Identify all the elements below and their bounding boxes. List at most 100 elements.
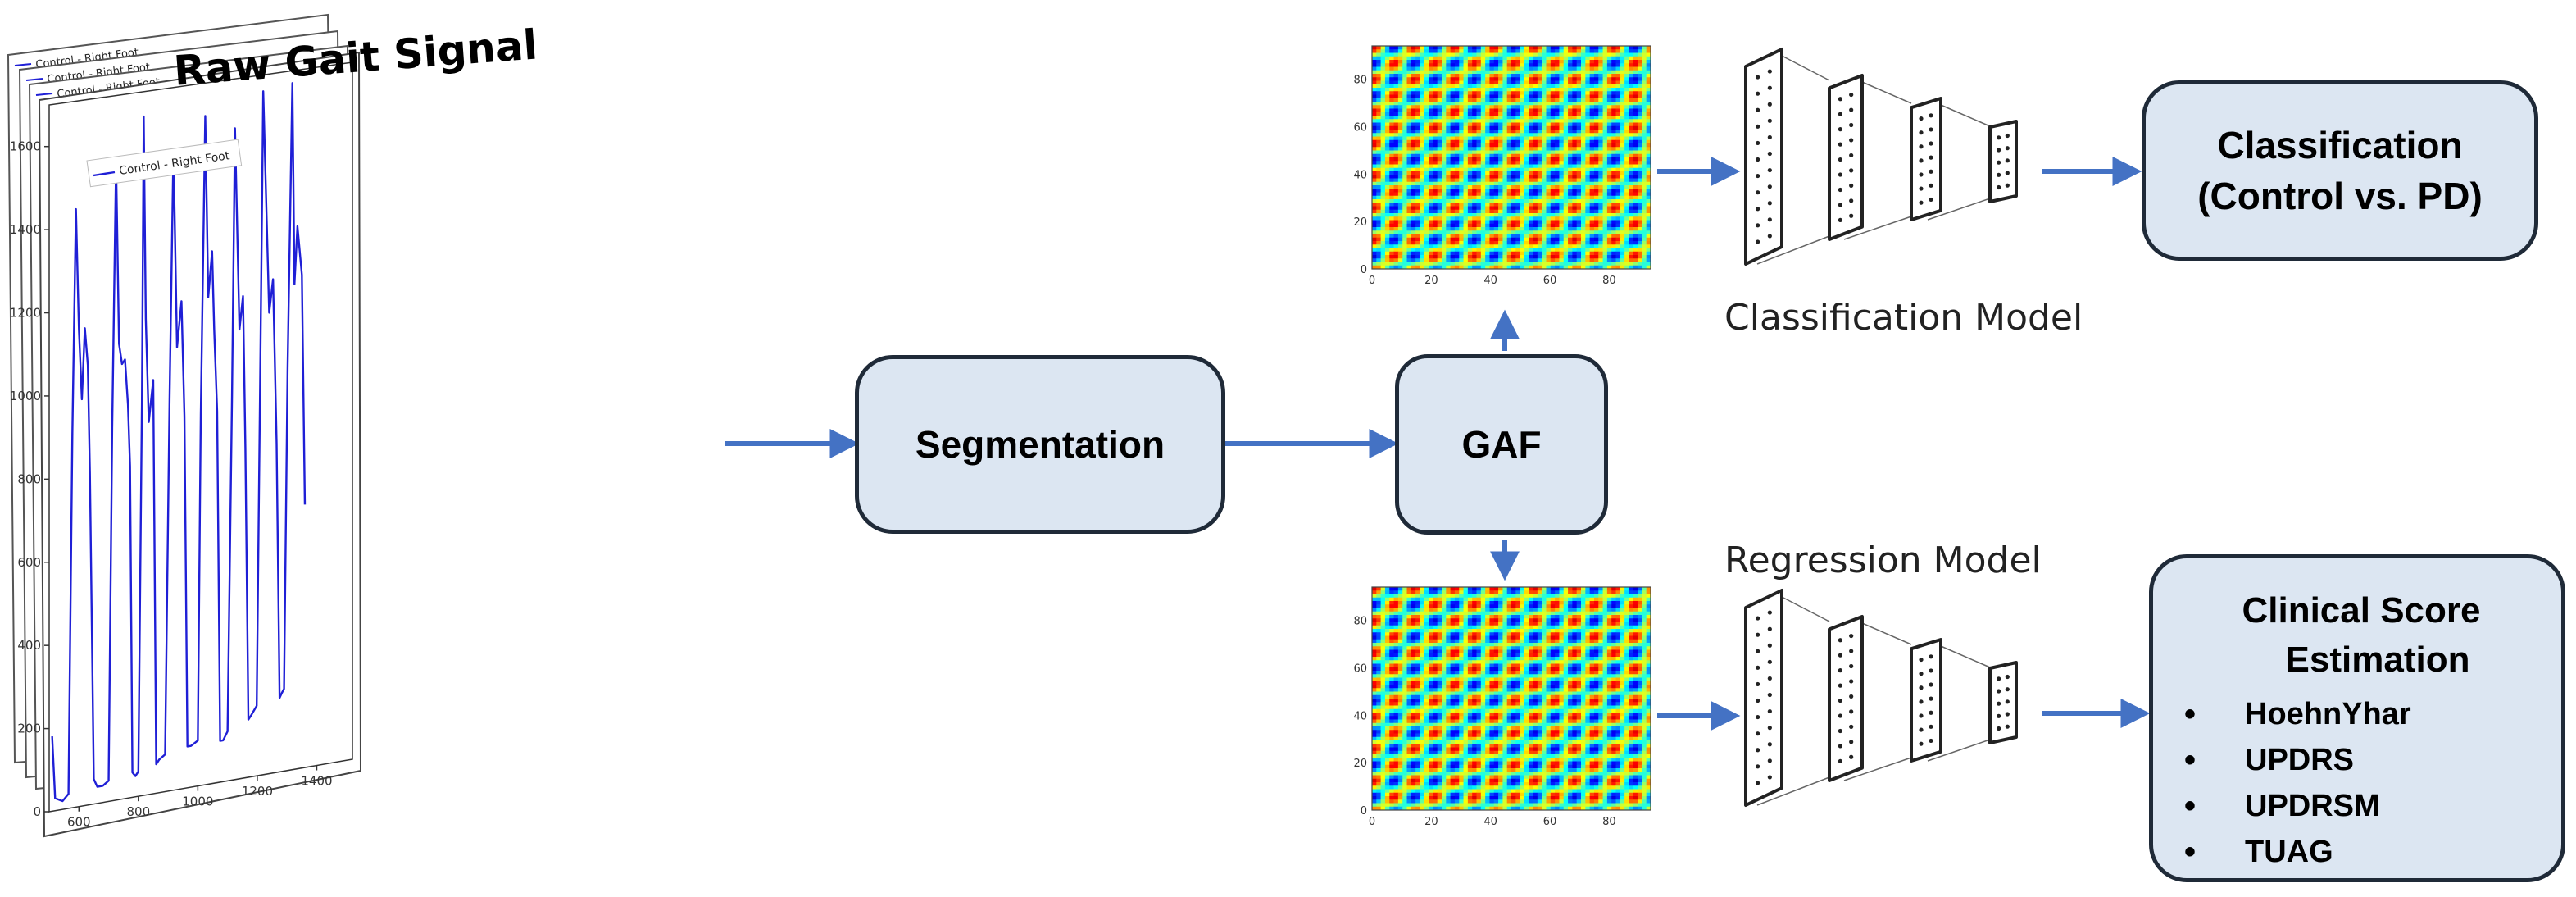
gaf-cell <box>1611 597 1616 602</box>
gaf-cell <box>1633 143 1638 148</box>
gaf-cell <box>1511 108 1516 113</box>
gaf-cell <box>1376 147 1382 151</box>
gaf-cell <box>1542 625 1547 630</box>
gaf-cell <box>1489 175 1495 179</box>
gaf-cell <box>1568 70 1573 75</box>
gaf-cell <box>1380 597 1386 602</box>
gaf-cell <box>1467 74 1473 78</box>
gaf-cell <box>1629 122 1634 127</box>
gaf-cell <box>1442 234 1447 239</box>
gaf-cell <box>1415 199 1420 203</box>
gaf-cell <box>1550 185 1556 189</box>
gaf-cell <box>1529 88 1533 92</box>
gaf-cell <box>1572 74 1578 78</box>
gaf-cell <box>1529 171 1533 175</box>
gaf-cell <box>1524 167 1529 172</box>
gaf-cell <box>1433 587 1438 591</box>
gaf-cell <box>1389 622 1394 626</box>
gaf-cell <box>1602 262 1608 266</box>
gaf-cell <box>1472 262 1477 266</box>
gaf-cell <box>1646 227 1651 231</box>
gaf-cell <box>1454 56 1460 61</box>
gaf-cell <box>1611 192 1616 197</box>
gaf-cell <box>1559 237 1565 242</box>
gaf-cell <box>1572 98 1578 102</box>
gaf-cell <box>1420 618 1425 622</box>
gaf-cell <box>1598 199 1603 203</box>
gaf-cell <box>1546 153 1552 158</box>
gaf-cell <box>1450 91 1456 95</box>
gaf-cell <box>1585 167 1591 172</box>
gaf-cell <box>1524 199 1529 203</box>
gaf-cell <box>1446 116 1452 120</box>
gaf-cell <box>1389 587 1394 591</box>
gaf-cell <box>1429 629 1433 633</box>
gaf-cell <box>1537 133 1542 137</box>
gaf-cell <box>1485 147 1490 151</box>
gaf-cell <box>1568 119 1573 123</box>
gaf-cell <box>1459 255 1464 259</box>
gaf-cell <box>1568 139 1573 144</box>
gaf-cell <box>1646 195 1651 200</box>
gaf-cell <box>1568 185 1573 189</box>
gaf-cell <box>1402 258 1407 262</box>
gaf-cell <box>1498 258 1503 262</box>
gaf-cell <box>1593 153 1599 158</box>
gaf-cell <box>1520 195 1525 200</box>
gaf-cell <box>1463 94 1469 99</box>
gaf-cell <box>1546 49 1552 53</box>
gaf-cell <box>1380 615 1386 619</box>
gaf-cell <box>1533 157 1538 162</box>
gaf-cell <box>1589 119 1595 123</box>
gaf-cell <box>1529 237 1533 242</box>
gaf-cell <box>1537 161 1542 165</box>
gaf-cell <box>1397 60 1403 64</box>
gaf-cell <box>1442 147 1447 151</box>
gaf-cell <box>1389 56 1394 61</box>
gaf-cell <box>1629 597 1634 602</box>
gaf-cell <box>1384 608 1390 612</box>
gaf-cell <box>1642 70 1647 75</box>
gaf-cell <box>1397 52 1403 57</box>
gaf-cell <box>1384 105 1390 109</box>
gaf-cell <box>1380 167 1386 172</box>
gaf-cell <box>1633 80 1638 85</box>
gaf-cell <box>1437 244 1442 248</box>
gaf-cell <box>1529 262 1533 266</box>
gaf-cell <box>1446 248 1452 253</box>
gaf-cell <box>1563 244 1569 248</box>
gaf-cell <box>1615 157 1621 162</box>
gaf-cell <box>1415 248 1420 253</box>
gaf-cell <box>1429 130 1433 134</box>
gaf-cell <box>1589 102 1595 106</box>
gaf-cell <box>1498 56 1503 61</box>
gaf-cell <box>1563 136 1569 141</box>
gaf-cell <box>1537 49 1542 53</box>
gaf-cell <box>1384 604 1390 608</box>
gaf-cell <box>1402 164 1407 169</box>
gaf-cell <box>1372 223 1377 228</box>
gaf-cell <box>1572 108 1578 113</box>
gaf-cell <box>1437 77 1442 81</box>
gaf-cell <box>1611 594 1616 599</box>
gaf-cell <box>1480 130 1486 134</box>
gaf-cell <box>1411 147 1416 151</box>
gaf-cell <box>1638 206 1642 211</box>
gaf-cell <box>1376 632 1382 636</box>
gaf-cell <box>1498 125 1503 130</box>
gaf-cell <box>1546 136 1552 141</box>
gaf-cell <box>1476 255 1482 259</box>
gaf-cell <box>1450 139 1456 144</box>
gaf-cell <box>1611 255 1616 259</box>
gaf-cell <box>1581 213 1586 217</box>
gaf-cell <box>1629 244 1634 248</box>
gaf-cell <box>1493 130 1499 134</box>
gaf-cell <box>1524 255 1529 259</box>
gaf-cell <box>1467 625 1473 630</box>
gaf-cell <box>1472 108 1477 113</box>
gaf-cell <box>1429 597 1433 602</box>
gaf-cell <box>1472 167 1477 172</box>
gaf-cell <box>1524 195 1529 200</box>
gaf-cell <box>1606 213 1612 217</box>
